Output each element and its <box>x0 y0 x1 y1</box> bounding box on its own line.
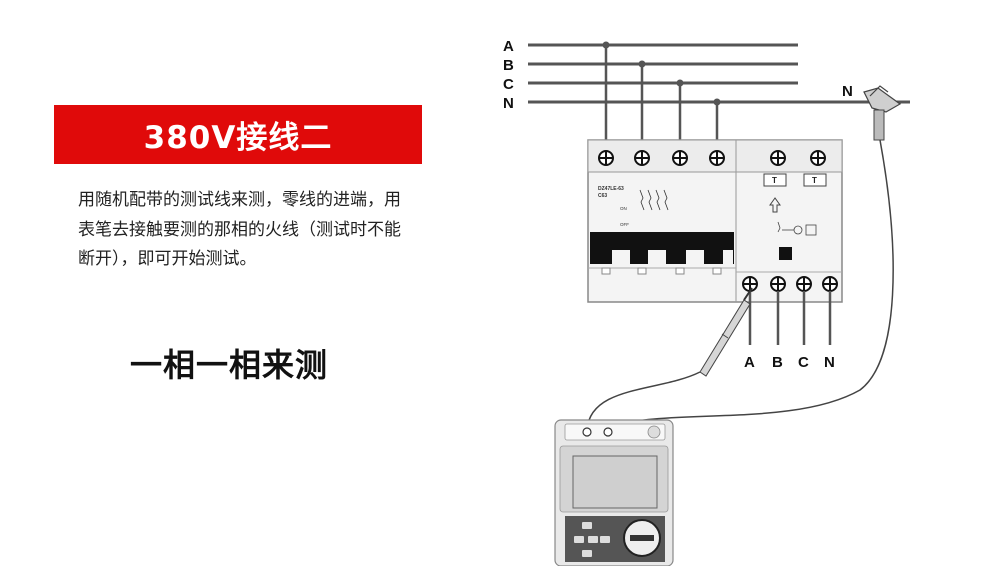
probe-pen-icon <box>699 287 753 377</box>
terminal-label-n: N <box>824 354 835 371</box>
terminal-label-b: B <box>772 354 783 371</box>
motto-text: 一相一相来测 <box>130 346 329 384</box>
test-button-label: T <box>772 176 777 185</box>
switch-on-label: ON <box>620 206 627 211</box>
drop-wires <box>604 45 719 146</box>
indicator-square <box>779 247 792 260</box>
bottom-slots <box>601 267 722 275</box>
junction-dots <box>602 41 721 106</box>
breaker-model: DZ47LE-63 <box>598 186 624 192</box>
arrow-up-icon <box>769 197 781 213</box>
terminal-labels: A B C N <box>744 354 835 371</box>
insulation-tester <box>554 419 674 566</box>
bus-label-a: A <box>503 38 514 55</box>
bottom-terminals <box>742 276 838 292</box>
test-button-2 <box>803 173 827 187</box>
meter-display <box>572 455 658 509</box>
bus-label-n: N <box>503 95 514 112</box>
circuit-symbol-icon <box>777 221 817 236</box>
bus-labels: A B C N N <box>503 38 853 112</box>
lead-jack-1 <box>582 427 592 437</box>
bus-label-b: B <box>503 57 514 74</box>
switch-symbols <box>639 189 669 211</box>
switch-off-label: OFF <box>620 222 629 227</box>
breaker-rating: C63 <box>598 193 607 199</box>
breaker-levers <box>590 232 734 264</box>
lead-jack-2 <box>603 427 613 437</box>
outgoing-wires <box>748 291 832 345</box>
alligator-clip-icon <box>863 85 902 141</box>
test-button <box>763 173 787 187</box>
bus-label-c: C <box>503 76 514 93</box>
test-leads <box>586 139 894 431</box>
clamp-label-n: N <box>842 83 853 100</box>
meter-buttons <box>574 522 610 557</box>
test-button-2-label: T <box>812 176 817 185</box>
banner-title: 380V接线二 <box>143 120 333 156</box>
terminal-label-a: A <box>744 354 755 371</box>
instruction-text: 用随机配带的测试线来测，零线的进端，用表笔去接触要测的那相的火线（测试时不能断开… <box>78 190 401 269</box>
breaker: DZ47LE-63 C63 ON OFF T T <box>587 139 843 303</box>
title-banner: 380V接线二 <box>54 105 422 164</box>
terminal-label-c: C <box>798 354 809 371</box>
top-terminals <box>598 150 826 166</box>
